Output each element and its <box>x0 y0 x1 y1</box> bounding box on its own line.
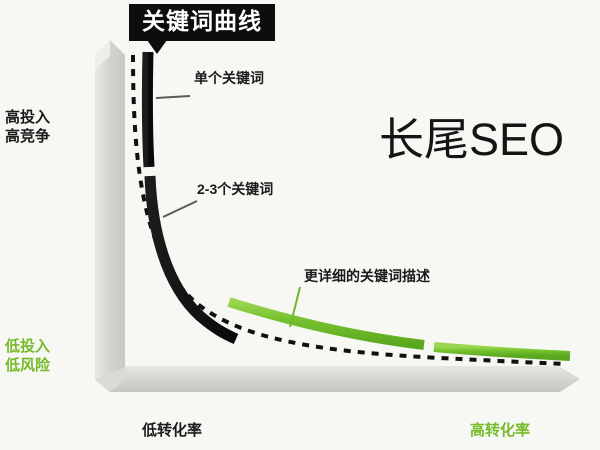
y-axis-top-label: 高投入 高竞争 <box>5 108 50 146</box>
y-axis-arrow-highlight <box>95 40 110 70</box>
x-axis-corner-bevel <box>95 367 125 392</box>
x-axis <box>95 366 580 392</box>
long-tail-seo-heading: 长尾SEO <box>379 114 565 165</box>
y-axis-top-label-line2: 高竞争 <box>5 128 51 146</box>
annotation-single-keyword: 单个关键词 <box>194 70 264 86</box>
y-axis-bottom-label-line2: 低风险 <box>5 357 51 375</box>
y-axis-bottom-label-line1: 低投入 <box>5 338 51 355</box>
annotation-detailed-keyword: 更详细的关键词描述 <box>304 268 430 284</box>
curve-segment-black-bend <box>144 175 239 345</box>
leader-line-detailed <box>289 286 301 328</box>
annotation-multi-keyword: 2-3个关键词 <box>197 181 274 197</box>
leader-line-single <box>155 95 191 99</box>
title-banner-text: 关键词曲线 <box>142 8 262 34</box>
dashed-reference-curve <box>131 54 568 366</box>
x-axis-body <box>95 367 580 392</box>
curve-segment-green-tail <box>433 342 571 361</box>
y-axis <box>95 40 125 392</box>
curve-segment-green-mid <box>227 297 425 350</box>
x-axis-right-label: 高转化率 <box>470 422 531 439</box>
y-axis-bottom-label: 低投入 低风险 <box>5 337 50 375</box>
leader-line-multi <box>162 200 198 218</box>
y-axis-top-label-line1: 高投入 <box>5 109 51 126</box>
x-axis-left-label: 低转化率 <box>142 422 203 439</box>
title-banner-pointer <box>147 40 167 54</box>
title-banner: 关键词曲线 <box>129 4 275 41</box>
curve-segment-black-upper <box>141 51 155 168</box>
